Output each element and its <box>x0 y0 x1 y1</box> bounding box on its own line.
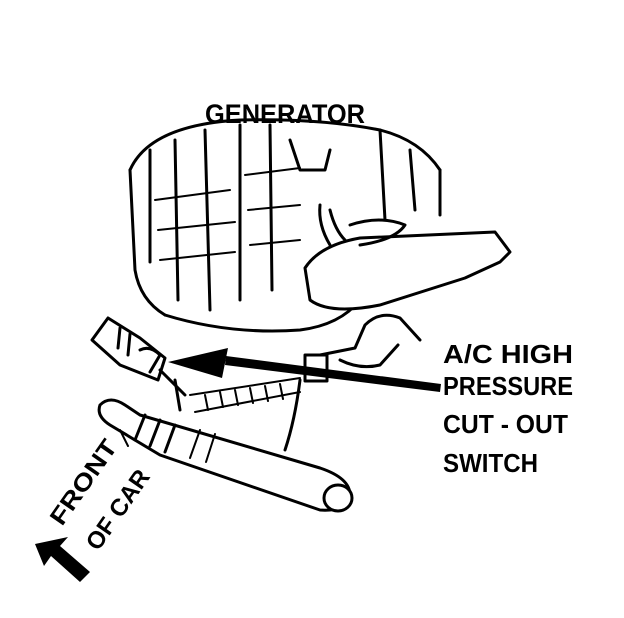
front-of-car-label: FRONT OF CAR <box>45 434 156 555</box>
front-of-car-arrow-icon <box>35 537 90 582</box>
switch-label-line2: PRESSURE <box>443 371 573 401</box>
switch-label-line3: CUT - OUT <box>443 409 568 439</box>
generator-label: GENERATOR <box>205 99 365 129</box>
switch-label: A/C HIGH PRESSURE CUT - OUT SWITCH <box>443 339 573 478</box>
refrigerant-hose <box>97 398 354 513</box>
mounting-bracket <box>303 203 512 311</box>
switch-illustration <box>90 316 187 412</box>
switch-label-line1: A/C HIGH <box>443 339 573 369</box>
switch-pointer-arrow <box>168 348 441 392</box>
generator-illustration <box>128 118 442 333</box>
switch-label-line4: SWITCH <box>443 448 538 478</box>
